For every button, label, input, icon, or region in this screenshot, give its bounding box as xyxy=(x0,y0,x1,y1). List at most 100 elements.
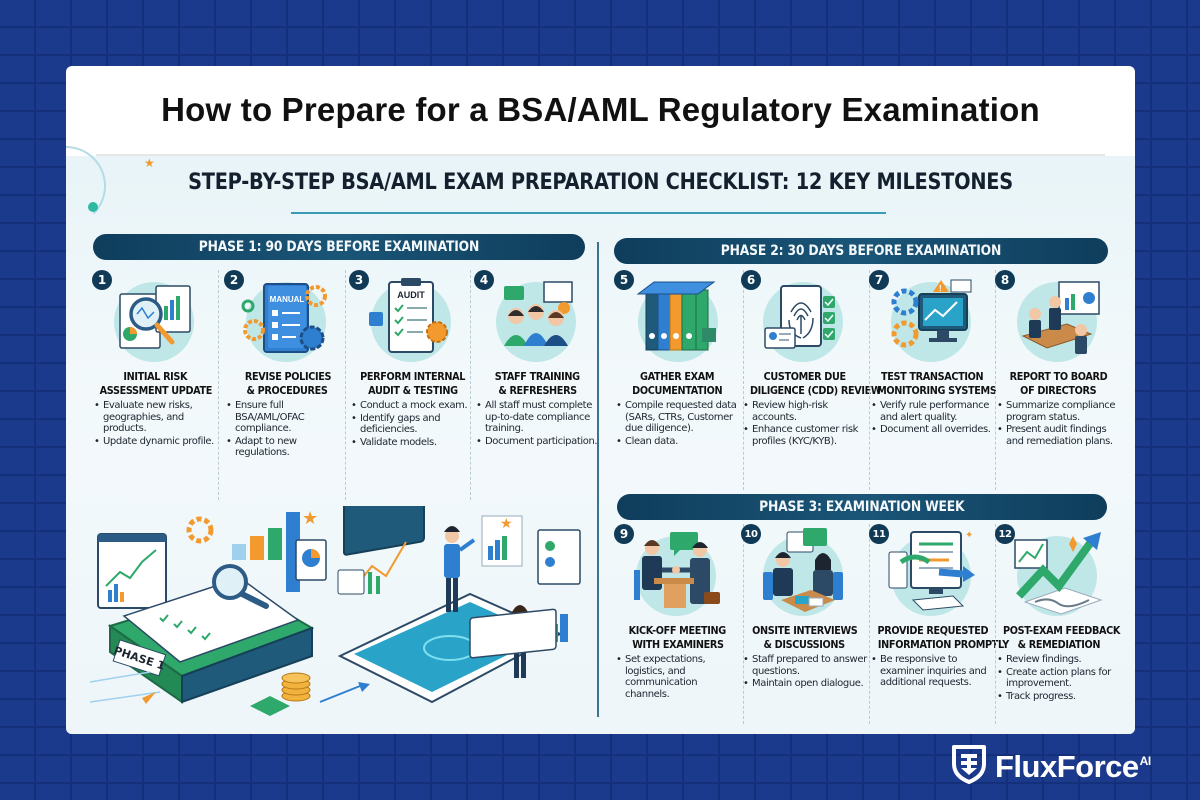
svg-text:★: ★ xyxy=(500,515,513,531)
bullet: Review high-risk accounts. xyxy=(743,400,868,423)
star-icon: ★ xyxy=(144,156,155,170)
phase-1-bar: PHASE 1: 90 DAYS BEFORE EXAMINATION xyxy=(93,234,585,260)
svg-text:✦: ✦ xyxy=(965,530,973,541)
magnifier-report-icon xyxy=(102,272,202,364)
step-bullets: Summarize compliance program status. Pre… xyxy=(997,400,1122,448)
step-title: KICK-OFF MEETING WITH EXAMINERS xyxy=(628,624,727,651)
bullet: Evaluate new risks, geographies, and pro… xyxy=(94,400,219,435)
step-number-badge: 4 xyxy=(474,270,494,290)
fingerprint-id-icon xyxy=(751,272,851,364)
decorative-arc xyxy=(66,146,106,226)
infographic: ★ STEP-BY-STEP BSA/AML EXAM PREPARATION … xyxy=(66,146,1135,734)
step-title: ONSITE INTERVIEWS & DISCUSSIONS xyxy=(751,624,858,651)
svg-text:★: ★ xyxy=(302,508,318,528)
step-bullets: Staff prepared to answer questions. Main… xyxy=(743,654,868,691)
step-number-badge: 11 xyxy=(869,524,889,544)
step-bullets: Review high-risk accounts. Enhance custo… xyxy=(743,400,868,448)
bullet: Update dynamic profile. xyxy=(94,436,219,448)
svg-text:AUDIT: AUDIT xyxy=(397,290,425,300)
step-bullets: All staff must complete up-to-date compl… xyxy=(476,400,601,448)
bullet: Document all overrides. xyxy=(871,424,996,436)
step-bullets: Verify rule performance and alert qualit… xyxy=(871,400,996,437)
bullet: Be responsive to examiner inquiries and … xyxy=(871,654,996,689)
page-title: How to Prepare for a BSA/AML Regulatory … xyxy=(161,91,1040,128)
svg-text:MANUAL: MANUAL xyxy=(270,295,305,304)
step-separator xyxy=(869,524,870,724)
step-number-badge: 10 xyxy=(741,524,761,544)
computer-transfer-icon: ✦ xyxy=(879,526,979,618)
bullet: Create action plans for improvement. xyxy=(997,667,1122,690)
step-number-badge: 12 xyxy=(995,524,1015,544)
step-title: GATHER EXAM DOCUMENTATION xyxy=(632,370,723,397)
phase-1-hero-illustration: ★ PHASE 1 xyxy=(89,460,590,730)
bullet: Summarize compliance program status. xyxy=(997,400,1122,423)
step-separator xyxy=(470,270,471,500)
phase-2-bar: PHASE 2: 30 DAYS BEFORE EXAMINATION xyxy=(614,238,1108,264)
binders-documents-icon xyxy=(624,272,724,364)
bullet: Compile requested data (SARs, CTRs, Cust… xyxy=(616,400,741,435)
step-number-badge: 2 xyxy=(224,270,244,290)
interview-discussion-icon xyxy=(751,526,851,618)
bullet: All staff must complete up-to-date compl… xyxy=(476,400,601,435)
step-title: POST-EXAM FEEDBACK & REMEDIATION xyxy=(1002,624,1121,651)
audit-clipboard-icon: AUDIT xyxy=(359,272,459,364)
step-title: PERFORM INTERNAL AUDIT & TESTING xyxy=(360,370,465,397)
step-number-badge: 9 xyxy=(614,524,634,544)
step-title: INITIAL RISK ASSESSMENT UPDATE xyxy=(99,370,213,397)
growth-arrow-icon xyxy=(1005,526,1105,618)
bullet: Maintain open dialogue. xyxy=(743,678,868,690)
step-title: STAFF TRAINING & REFRESHERS xyxy=(495,370,580,397)
bullet: Review findings. xyxy=(997,654,1122,666)
bullet: Document participation. xyxy=(476,436,601,448)
bullet: Identify gaps and deficiencies. xyxy=(351,413,476,436)
step-number-badge: 8 xyxy=(995,270,1015,290)
step-separator xyxy=(743,270,744,490)
step-number-badge: 5 xyxy=(614,270,634,290)
brand-superscript: AI xyxy=(1139,753,1152,768)
step-title: TEST TRANSACTION MONITORING SYSTEMS xyxy=(877,370,997,397)
bullet: Adapt to new regulations. xyxy=(226,436,351,459)
phase-1-label: PHASE 1: 90 DAYS BEFORE EXAMINATION xyxy=(198,239,480,255)
infographic-subtitle: STEP-BY-STEP BSA/AML EXAM PREPARATION CH… xyxy=(188,170,1013,195)
bullet: Enhance customer risk profiles (KYC/KYB)… xyxy=(743,424,868,447)
decorative-dot xyxy=(88,202,98,212)
step-separator xyxy=(743,524,744,724)
phase-3-bar: PHASE 3: EXAMINATION WEEK xyxy=(617,494,1107,520)
step-separator xyxy=(995,524,996,724)
bullet: Ensure full BSA/AML/OFAC compliance. xyxy=(226,400,351,435)
step-bullets: Compile requested data (SARs, CTRs, Cust… xyxy=(616,400,741,448)
phase-divider xyxy=(597,242,599,717)
step-number-badge: 6 xyxy=(741,270,761,290)
step-bullets: Be responsive to examiner inquiries and … xyxy=(871,654,996,690)
bullet: Staff prepared to answer questions. xyxy=(743,654,868,677)
step-number-badge: 3 xyxy=(349,270,369,290)
bullet: Verify rule performance and alert qualit… xyxy=(871,400,996,423)
brand-name: FluxForceAI xyxy=(995,748,1152,784)
bullet: Set expectations, logistics, and communi… xyxy=(616,654,741,700)
step-title: CUSTOMER DUE DILIGENCE (CDD) REVIEW xyxy=(749,370,882,397)
step-number-badge: 7 xyxy=(869,270,889,290)
handshake-meeting-icon xyxy=(624,526,724,618)
svg-text:!: ! xyxy=(939,284,942,293)
step-number-badge: 1 xyxy=(92,270,112,290)
step-separator xyxy=(869,270,870,490)
step-bullets: Ensure full BSA/AML/OFAC compliance. Ada… xyxy=(226,400,351,460)
monitoring-gears-icon: ! xyxy=(879,272,979,364)
board-meeting-icon xyxy=(1005,272,1105,364)
step-separator xyxy=(345,270,346,500)
title-divider xyxy=(96,154,1105,156)
step-bullets: Set expectations, logistics, and communi… xyxy=(616,654,741,701)
bullet: Present audit findings and remediation p… xyxy=(997,424,1122,447)
staff-training-icon xyxy=(484,272,584,364)
manual-gears-icon: MANUAL xyxy=(234,272,334,364)
step-title: REVISE POLICIES & PROCEDURES xyxy=(244,370,331,397)
shield-logo-icon xyxy=(951,744,987,789)
phase-3-label: PHASE 3: EXAMINATION WEEK xyxy=(759,499,965,515)
bullet: Conduct a mock exam. xyxy=(351,400,476,412)
step-title: PROVIDE REQUESTED INFORMATION PROMPTLY xyxy=(877,624,1009,651)
step-title: REPORT TO BOARD OF DIRECTORS xyxy=(1009,370,1108,397)
brand-logo: FluxForceAI xyxy=(951,744,1151,789)
bullet: Validate models. xyxy=(351,437,476,449)
subtitle-underline xyxy=(291,212,886,214)
step-bullets: Evaluate new risks, geographies, and pro… xyxy=(94,400,219,448)
